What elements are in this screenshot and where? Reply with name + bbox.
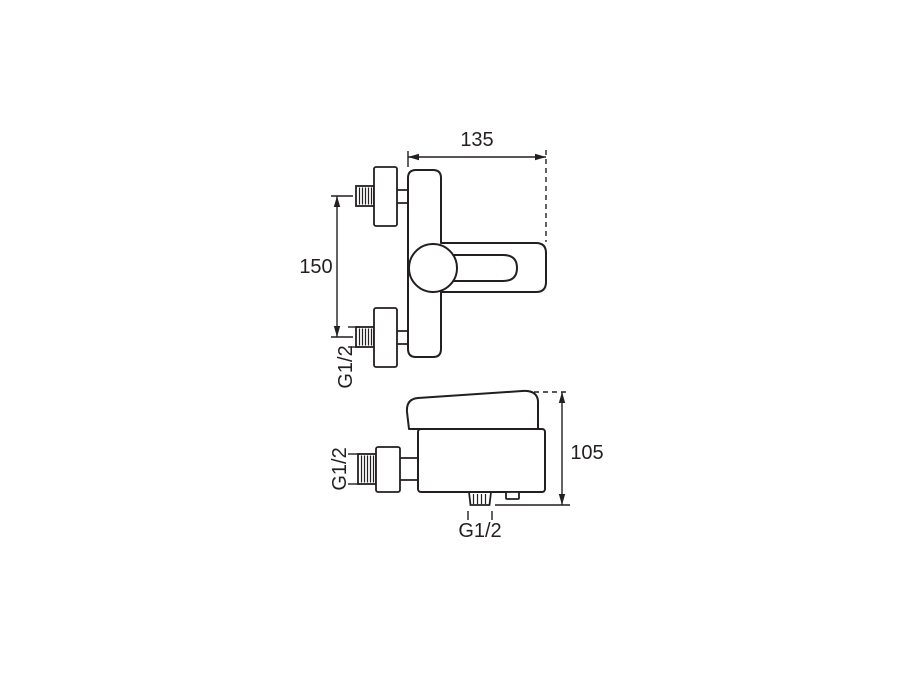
arrowhead-left — [408, 153, 419, 161]
thread-size-side: G1/2 — [335, 326, 360, 389]
arrowhead-up — [333, 196, 341, 207]
dimension-label-height: 150 — [299, 256, 332, 278]
dimension-height-105: 105 — [495, 391, 604, 506]
dimension-height-150: 150 — [299, 195, 353, 338]
wall-connection-front — [357, 446, 418, 493]
arrowhead-right — [535, 153, 546, 161]
escutcheon — [373, 307, 398, 368]
thread-label-left: G1/2 — [329, 447, 351, 490]
lever-handle-front — [405, 389, 539, 430]
thread-size-front: G1/2 — [329, 447, 360, 491]
arrowhead-up — [558, 392, 566, 403]
wall-connection-bottom — [355, 307, 408, 368]
front-view: G1/2 105 G1/2 — [329, 389, 604, 542]
connector-neck — [400, 457, 418, 481]
bottom-outlet: G1/2 — [458, 491, 502, 542]
thread-label: G1/2 — [335, 345, 357, 388]
thread-hatching — [358, 187, 373, 205]
connector-neck — [397, 189, 408, 204]
mixer-body-front — [417, 428, 546, 493]
handle-pivot — [408, 243, 458, 293]
outlet-stub — [468, 491, 492, 506]
connector-neck — [397, 330, 408, 345]
wall-connection-top — [355, 166, 408, 227]
diverter-detail — [505, 491, 520, 500]
dimension-label-width: 135 — [460, 129, 493, 151]
escutcheon — [373, 166, 398, 227]
thread-label-bottom: G1/2 — [458, 520, 501, 542]
dimension-width-135: 135 — [407, 129, 547, 242]
escutcheon — [375, 446, 401, 493]
dimension-label-height: 105 — [570, 442, 603, 464]
side-view: 135 150 G1/2 — [299, 129, 547, 389]
thread-hatching — [358, 328, 373, 346]
arrowhead-down — [558, 494, 566, 505]
thread-hatching — [360, 455, 375, 483]
outlet-threads — [472, 494, 487, 504]
arrowhead-down — [333, 326, 341, 337]
